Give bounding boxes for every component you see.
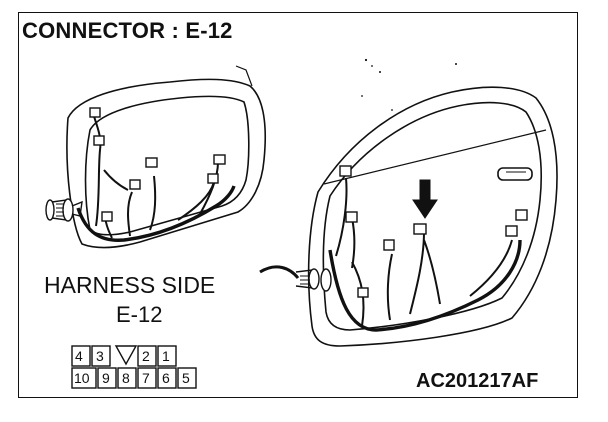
indicator-arrow <box>412 179 438 219</box>
connector-e12 <box>413 223 427 235</box>
pin-9: 9 <box>102 370 110 386</box>
pin-6: 6 <box>162 370 170 386</box>
right-door <box>307 86 558 347</box>
connector-lock-key <box>114 345 138 366</box>
pin-7: 7 <box>142 370 150 386</box>
right-grommet <box>259 265 332 292</box>
pin-3: 3 <box>96 348 104 364</box>
left-grommet <box>45 198 83 222</box>
pin-2: 2 <box>142 348 150 364</box>
pin-1: 1 <box>162 348 170 364</box>
right-harness-wire <box>328 239 522 332</box>
diagram-frame <box>18 12 578 398</box>
pin-10: 10 <box>74 370 90 386</box>
connector-id-label: E-12 <box>116 302 163 327</box>
right-connectors <box>339 165 528 298</box>
connector-title: CONNECTOR : E-12 <box>22 18 233 43</box>
figure-reference: AC201217AF <box>416 370 539 392</box>
pin-8: 8 <box>122 370 130 386</box>
connector-pin-labels: 4 3 2 1 10 9 8 7 6 5 <box>74 348 190 386</box>
left-harness-wire <box>76 185 236 242</box>
pin-5: 5 <box>182 370 190 386</box>
pin-4: 4 <box>75 348 83 364</box>
left-door <box>66 65 267 249</box>
left-harness-branches <box>93 115 219 239</box>
harness-side-label: HARNESS SIDE <box>44 272 216 298</box>
connector-pin-diagram <box>71 345 197 389</box>
speckle-marks <box>361 58 457 111</box>
left-connectors <box>89 107 226 222</box>
